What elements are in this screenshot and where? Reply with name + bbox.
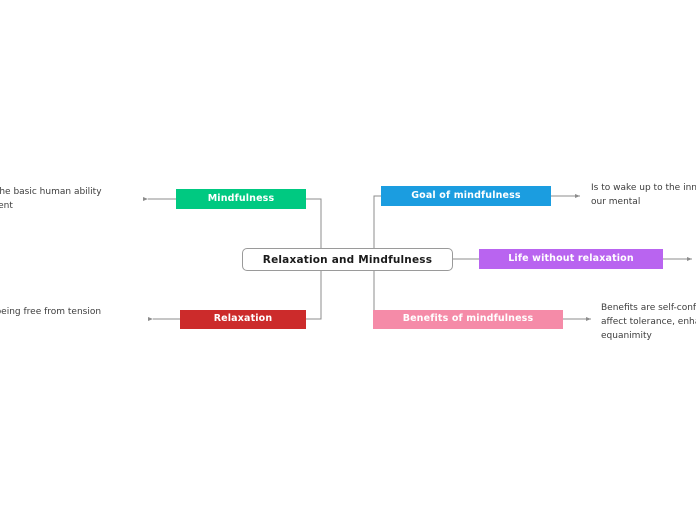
edge-root-to-relaxation [306, 268, 322, 320]
node-relaxation-label: Relaxation [213, 313, 273, 325]
root-node-label: Relaxation and Mindfulness [262, 253, 433, 266]
root-node[interactable]: Relaxation and Mindfulness [242, 248, 453, 271]
edge-root-to-mindfulness [306, 198, 322, 252]
node-relaxation[interactable]: Relaxation [180, 310, 306, 329]
leaf-text-mindfulness: ess is the basic human ability ly presen… [0, 187, 102, 211]
node-life-without-relaxation[interactable]: Life without relaxation [479, 249, 663, 269]
node-goal-of-mindfulness[interactable]: Goal of mindfulness [381, 186, 551, 206]
leaf-text-goal-of-mindfulness: Is to wake up to the inn our mental [591, 183, 696, 207]
node-benefits-of-mindfulness[interactable]: Benefits of mindfulness [373, 310, 563, 329]
node-mindfulness[interactable]: Mindfulness [176, 189, 306, 209]
node-life-without-relaxation-label: Life without relaxation [508, 252, 634, 264]
node-benefits-of-mindfulness-label: Benefits of mindfulness [402, 313, 534, 325]
leaf-text-relaxation: te of being free from tension xiety [0, 307, 102, 317]
leaf-text-benefits-of-mindfulness: Benefits are self-conf affect tolerance,… [601, 303, 696, 341]
edge-root-to-goal [373, 195, 381, 252]
node-goal-of-mindfulness-label: Goal of mindfulness [411, 189, 521, 201]
node-mindfulness-label: Mindfulness [207, 192, 275, 204]
